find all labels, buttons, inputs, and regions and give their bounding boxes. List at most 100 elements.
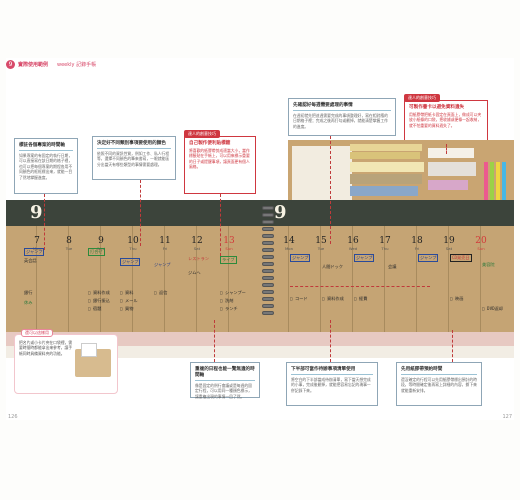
- washi-tape: [428, 180, 468, 190]
- col-divider: [68, 226, 69, 332]
- section-title: 實際使用範例: [18, 62, 49, 68]
- binder-rings: [262, 206, 274, 336]
- entry: □ 宿題: [88, 306, 102, 311]
- entry: □ 資料作成: [322, 296, 344, 301]
- note-color-codes-title: 決定好不同類別事項要使用的顏色: [97, 140, 171, 149]
- washi-tape: [428, 148, 474, 158]
- entry: □ 資料: [120, 290, 134, 295]
- col-divider: [480, 226, 481, 332]
- planner-top-band: 9 9: [6, 200, 514, 226]
- washi-tape: [350, 162, 424, 172]
- note-todo-body: 將空白的下半部當成待辦清單，寫下當天想完成的小事，完成後劃掉，就能把容易忘記的瑣…: [291, 377, 371, 393]
- entry: ジャンプ: [24, 248, 45, 256]
- tape-photo: [288, 140, 514, 208]
- tip-usage: 還可以這樣用 把名片或小卡片夾在口袋裡，需要時隨時都能拿出來參考，讓手帳同時具備…: [14, 329, 118, 394]
- entry: ジャンプ: [290, 254, 311, 262]
- entry: 打合せ: [88, 248, 105, 256]
- col-divider: [320, 226, 321, 332]
- col-divider: [288, 226, 289, 332]
- note-weekly-tasks: 先確認好每週需要處理的事情 在週初就先把這週需要完成的事項整理好，寫在相對應的日…: [288, 98, 396, 136]
- col-divider: [416, 226, 417, 332]
- entry: □ メール: [120, 298, 138, 303]
- entry: ジャンプ: [354, 254, 375, 262]
- col-divider: [36, 226, 37, 332]
- note-timeline-body: 如果專案的有固定的執行日期，可以直接寫在該日期的格子裡，也可以把每個專案的期程各…: [19, 153, 73, 180]
- tip-box-cards-tag: 達人的創意技巧: [404, 94, 440, 102]
- entry: ジャンプ: [154, 262, 171, 267]
- todo-line: [290, 286, 430, 287]
- index-tab: [496, 162, 500, 202]
- note-recurring: 重複的日程也能一覽無遺的時間軸 像是固定的例行會議或是每週的固定行程，可以用同一…: [190, 362, 260, 399]
- cream-tape-band: [6, 346, 514, 358]
- entry: 人間ドック: [322, 264, 343, 269]
- note-timeline: 標註各個專案的時間軸 如果專案的有固定的執行日期，可以直接寫在該日期的格子裡，也…: [14, 138, 78, 194]
- connector-line: [44, 194, 45, 250]
- entry: ジムへ: [188, 270, 201, 275]
- page-number-right: 127: [502, 414, 512, 420]
- planner-body: [6, 226, 514, 332]
- note-tape-booking: 先用紙膠帶預約時間 還沒確定的行程可以先用紙膠帶標出預計的時段，等時間確定後再寫…: [396, 362, 482, 406]
- note-recurring-body: 像是固定的例行會議或是每週的固定行程，可以用同一種顏色標示，讓重複出現的事情一目…: [195, 383, 252, 399]
- section-subtitle: weekly 記錄手帳: [57, 62, 97, 68]
- connector-line: [140, 180, 141, 246]
- note-recurring-title: 重複的日程也能一覽無遺的時間軸: [195, 366, 255, 381]
- entry: ジャンプ: [120, 258, 141, 266]
- index-tab: [502, 162, 506, 202]
- tip-box-labels: 達人的創意技巧 自己製作便利貼標籤 將喜歡的紙膠帶剪成適當大小，當作標籤貼在手帳…: [184, 130, 256, 194]
- entry: □ 銀行振込: [88, 298, 110, 303]
- entry: 英会話: [24, 258, 37, 263]
- col-divider: [384, 226, 385, 332]
- note-timeline-title: 標註各個專案的時間軸: [19, 142, 73, 151]
- tip-usage-body: 把名片或小卡片夾在口袋裡，需要時隨時都能拿出來參考，讓手帳同時具備資料夾的功能。: [19, 340, 73, 356]
- tip-box-cards-body: 用紙膠帶把紙卡固定在頁面上，做成可以夾放小紙條的口袋，把收據或便條一起收納，就不…: [409, 112, 482, 128]
- washi-tape: [350, 174, 422, 184]
- entry: ライブ: [220, 256, 237, 264]
- col-divider: [132, 226, 133, 332]
- section-badge: 9: [6, 60, 15, 69]
- connector-line: [452, 330, 453, 362]
- note-tape-booking-title: 先用紙膠帶預約時間: [401, 366, 477, 375]
- tip-box-labels-body: 將喜歡的紙膠帶剪成適當大小，當作標籤貼在手帳上，可以用來標示重要的日子或提醒事項…: [189, 148, 250, 170]
- entry: □ シャンプー: [220, 290, 246, 295]
- entry: □ 経費: [354, 296, 368, 301]
- note-weekly-tasks-title: 先確認好每週需要處理的事情: [293, 102, 391, 111]
- entry: レストラン: [188, 256, 209, 261]
- index-tab: [490, 162, 494, 202]
- right-month: 9: [274, 202, 287, 223]
- entry: □ 洗剤: [220, 298, 234, 303]
- entry: 休み: [24, 300, 33, 305]
- note-weekly-tasks-body: 在週初就先把這週需要完成的事項整理好，寫在相對應的日期格子裡；完成之後再打勾或劃…: [293, 113, 388, 129]
- note-color-codes-body: 依照不同的資訊性質，例如工作、私人行程等，選擇不同顏色的筆來書寫，一眼就能區分出…: [97, 151, 170, 167]
- tip-box-cards-title: 可製作書卡以避免資料遺失: [409, 105, 465, 110]
- note-todo-title: 下半部可當作待辦事項清單使用: [291, 366, 373, 375]
- col-divider: [164, 226, 165, 332]
- left-month: 9: [30, 202, 43, 223]
- pocket-photo: [75, 343, 111, 377]
- tip-box-labels-title: 自己製作便利貼標籤: [189, 141, 231, 146]
- washi-tape: [350, 152, 420, 159]
- card-in-pocket: [81, 343, 97, 357]
- note-tape-booking-body: 還沒確定的行程可以先用紙膠帶標出預計的時段，等時間確定後再寫上詳細的內容，撕下來…: [401, 377, 477, 393]
- connector-line: [214, 320, 215, 362]
- connector-line: [446, 144, 447, 154]
- washi-tape: [428, 162, 476, 176]
- col-divider: [228, 226, 229, 332]
- entry: 銀行: [24, 290, 33, 295]
- entry: □ 返信: [154, 290, 168, 295]
- entry: 美容院: [482, 262, 495, 267]
- tip-usage-tag: 還可以這樣用: [21, 329, 53, 337]
- entry: □ ランチ: [220, 306, 238, 311]
- entry: □ DVD返却: [482, 306, 503, 311]
- connector-line: [330, 136, 331, 244]
- entry: □ 資料作成: [88, 290, 110, 295]
